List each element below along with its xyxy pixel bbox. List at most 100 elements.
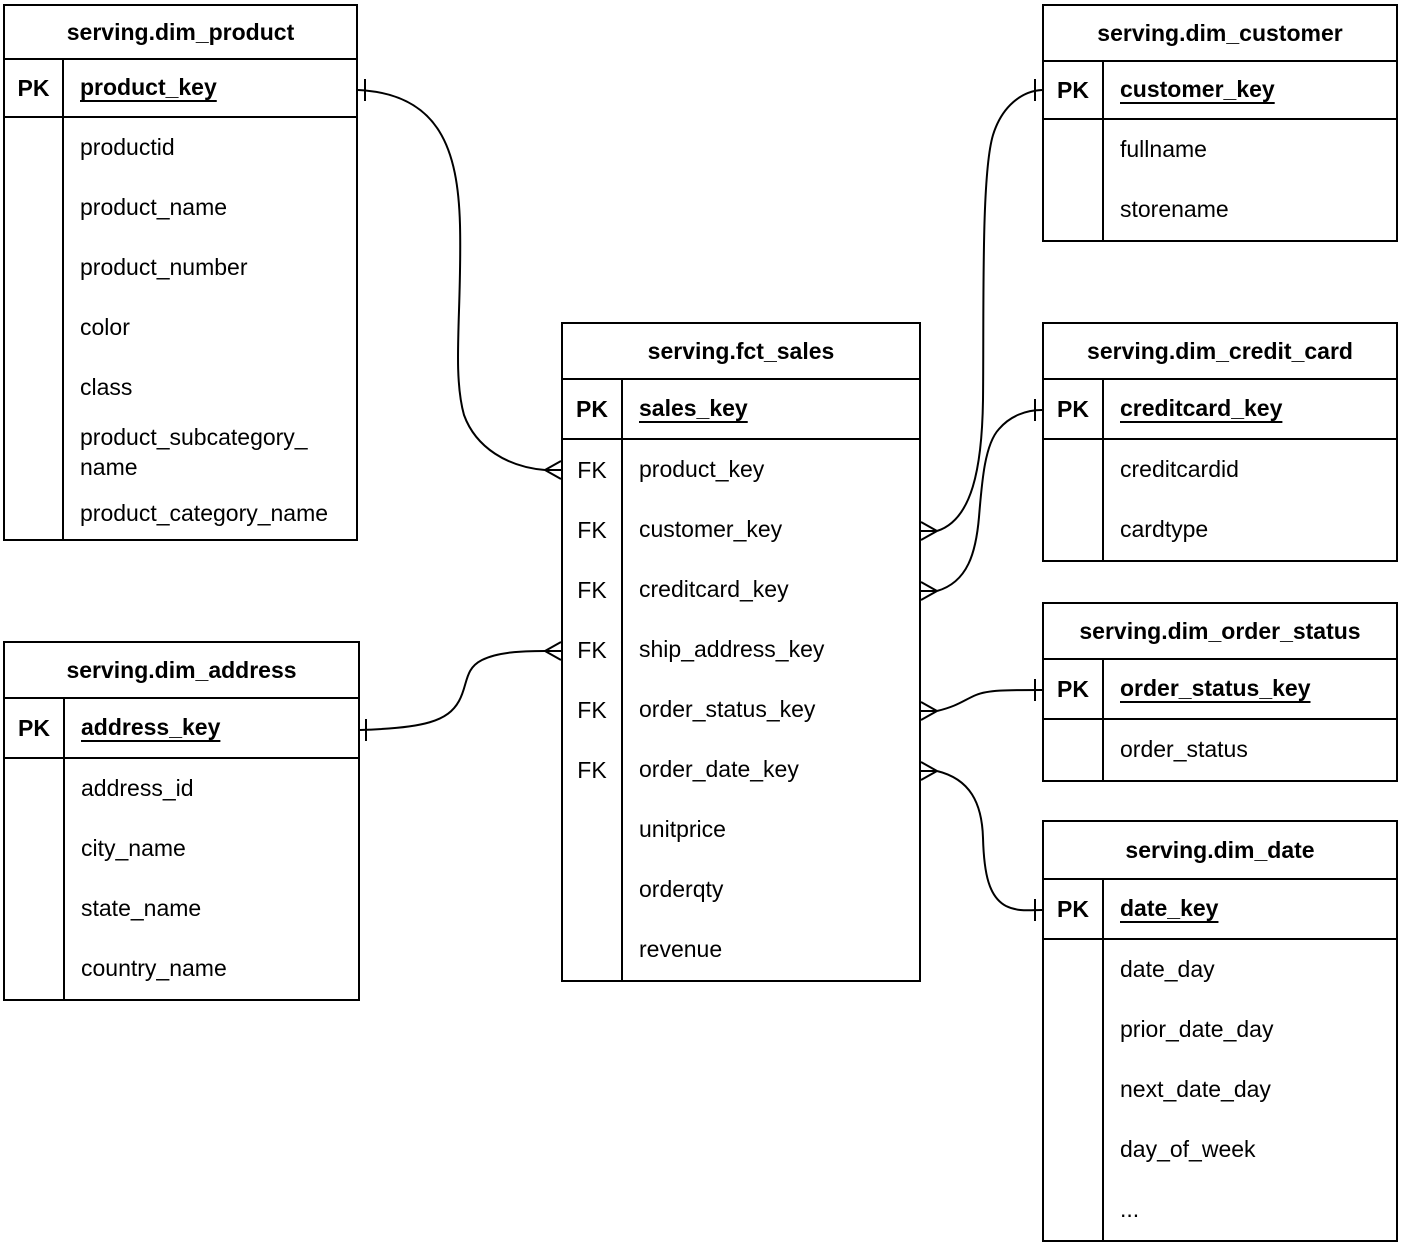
key-cell [1044, 1180, 1104, 1240]
field-row: revenue [563, 920, 919, 980]
field-name: prior_date_day [1120, 1016, 1274, 1043]
field-name: order_status_key [639, 696, 816, 723]
pk-row: PK address_key [5, 699, 358, 759]
entity-title: serving.dim_address [5, 643, 358, 699]
field-name: day_of_week [1120, 1136, 1256, 1163]
key-cell [1044, 180, 1104, 240]
fk-label: FK [563, 620, 623, 680]
field-name: address_id [81, 775, 194, 802]
field-row: FK order_date_key [563, 740, 919, 800]
field-name: orderqty [639, 876, 724, 903]
fk-label: FK [563, 680, 623, 740]
entity-title: serving.dim_product [5, 6, 356, 60]
pk-label: PK [563, 380, 623, 438]
field-row: product_number [5, 238, 356, 298]
field-row: color [5, 298, 356, 358]
key-cell [5, 418, 64, 488]
key-cell [5, 298, 64, 358]
field-name: customer_key [639, 516, 783, 543]
field-name: color [80, 314, 130, 341]
fk-label: FK [563, 500, 623, 560]
key-cell [563, 800, 623, 860]
pk-field-name: date_key [1120, 895, 1219, 922]
field-name: product_category_name [80, 499, 329, 526]
key-cell [1044, 120, 1104, 180]
rel-creditcard-line [920, 399, 1043, 601]
field-row: FK product_key [563, 440, 919, 500]
field-name: ship_address_key [639, 636, 825, 663]
key-cell [563, 860, 623, 920]
field-name: state_name [81, 895, 202, 922]
entity-dim-date: serving.dim_date PK date_key date_day pr… [1042, 820, 1398, 1242]
key-cell [5, 358, 64, 418]
crow-foot-icon [920, 701, 938, 721]
field-row: country_name [5, 939, 358, 999]
field-row: next_date_day [1044, 1060, 1396, 1120]
field-name: ... [1120, 1196, 1140, 1223]
key-cell [1044, 1120, 1104, 1180]
field-row: class [5, 358, 356, 418]
field-row: creditcardid [1044, 440, 1396, 500]
field-name: product_key [639, 456, 765, 483]
field-row: date_day [1044, 940, 1396, 1000]
field-row: orderqty [563, 860, 919, 920]
pk-label: PK [5, 699, 65, 757]
field-name: country_name [81, 955, 227, 982]
pk-row: PK order_status_key [1044, 660, 1396, 720]
entity-title: serving.dim_order_status [1044, 604, 1396, 660]
key-cell [1044, 440, 1104, 500]
field-name: class [80, 374, 133, 401]
fk-label: FK [563, 740, 623, 800]
pk-label: PK [1044, 880, 1104, 938]
field-name: next_date_day [1120, 1076, 1271, 1103]
key-cell [5, 178, 64, 238]
key-cell [1044, 1000, 1104, 1060]
entity-title: serving.dim_customer [1044, 6, 1396, 62]
field-row: ... [1044, 1180, 1396, 1240]
field-row: FK creditcard_key [563, 560, 919, 620]
crow-foot-icon [920, 521, 938, 541]
field-name: productid [80, 134, 175, 161]
key-cell [5, 759, 65, 819]
field-row: product_name [5, 178, 356, 238]
field-row: product_category_name [5, 488, 356, 539]
field-name: product_number [80, 254, 248, 281]
key-cell [563, 920, 623, 980]
field-row: order_status [1044, 720, 1396, 780]
crow-foot-icon [544, 460, 562, 480]
pk-row: PK sales_key [563, 380, 919, 440]
field-name: date_day [1120, 956, 1215, 983]
pk-row: PK customer_key [1044, 62, 1396, 120]
entity-dim-address: serving.dim_address PK address_key addre… [3, 641, 360, 1001]
pk-label: PK [1044, 660, 1104, 718]
field-row: productid [5, 118, 356, 178]
field-name: product_name [80, 194, 228, 221]
field-name: unitprice [639, 816, 726, 843]
field-name: creditcardid [1120, 456, 1239, 483]
field-row: state_name [5, 879, 358, 939]
entity-title: serving.fct_sales [563, 324, 919, 380]
field-row: unitprice [563, 800, 919, 860]
key-cell [5, 118, 64, 178]
entity-title: serving.dim_credit_card [1044, 324, 1396, 380]
crow-foot-icon [920, 581, 938, 601]
pk-label: PK [1044, 380, 1104, 438]
rel-order-status-line [920, 679, 1043, 721]
key-cell [1044, 720, 1104, 780]
field-row: cardtype [1044, 500, 1396, 560]
field-row: FK ship_address_key [563, 620, 919, 680]
key-cell [1044, 940, 1104, 1000]
field-name: fullname [1120, 136, 1207, 163]
field-name: order_date_key [639, 756, 799, 783]
field-row: day_of_week [1044, 1120, 1396, 1180]
field-row: fullname [1044, 120, 1396, 180]
pk-field-name: order_status_key [1120, 675, 1311, 702]
crow-foot-icon [544, 641, 562, 661]
fk-label: FK [563, 560, 623, 620]
entity-title: serving.dim_date [1044, 822, 1396, 880]
entity-fct-sales: serving.fct_sales PK sales_key FK produc… [561, 322, 921, 982]
pk-field-name: customer_key [1120, 76, 1275, 103]
field-row: city_name [5, 819, 358, 879]
field-row: FK order_status_key [563, 680, 919, 740]
fk-label: FK [563, 440, 623, 500]
